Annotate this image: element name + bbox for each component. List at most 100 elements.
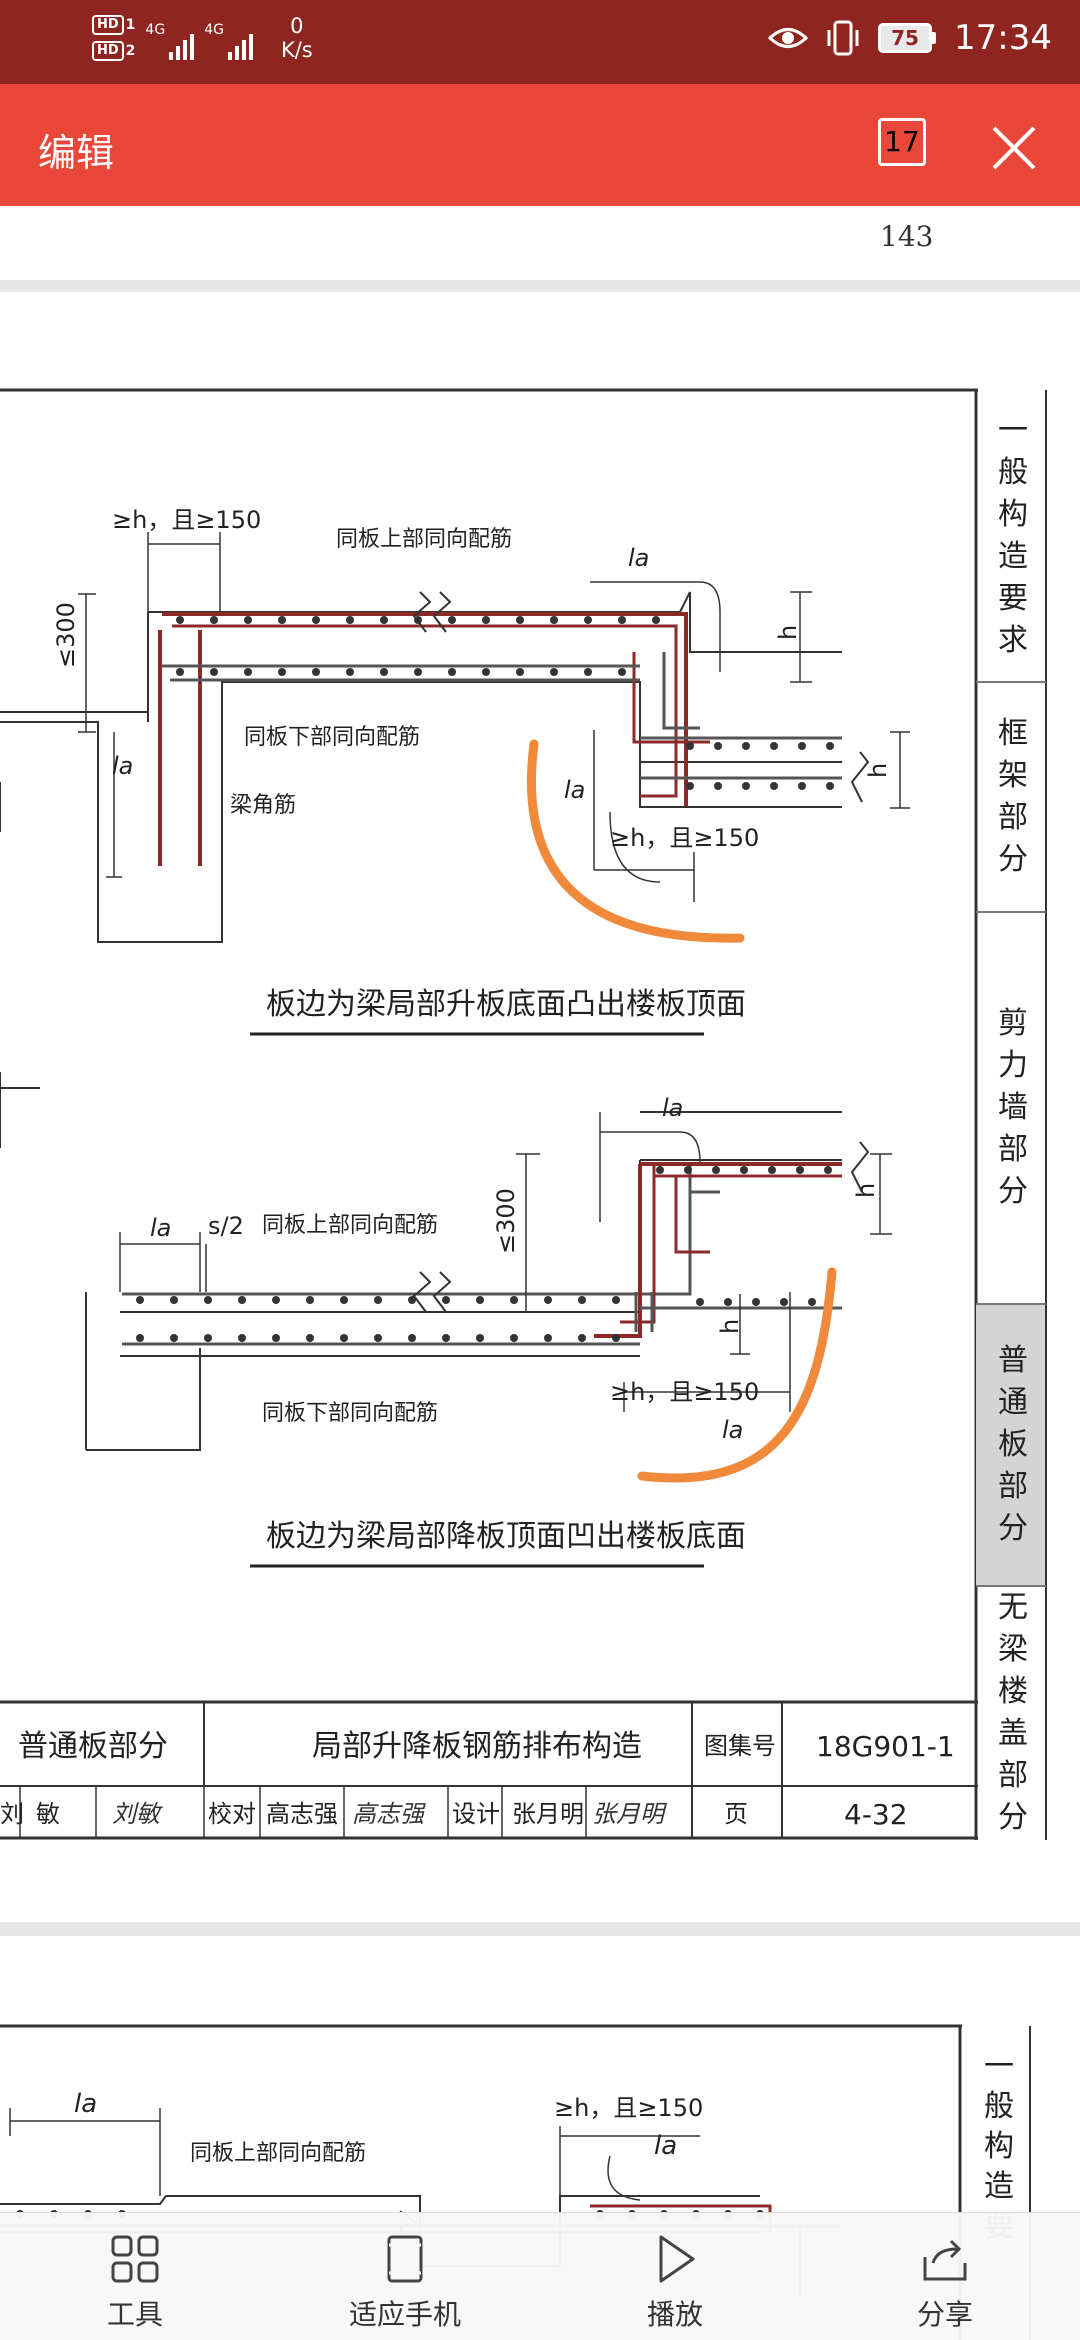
rebar-dot xyxy=(278,616,286,624)
rebar-dot xyxy=(306,1296,314,1304)
play-icon xyxy=(659,2235,695,2283)
rebar-dot xyxy=(612,1296,620,1304)
battery-icon: 75 xyxy=(878,23,937,53)
rebar-dot xyxy=(482,616,490,624)
lower-300-label: ≤300 xyxy=(492,1188,520,1254)
tb-checker-signature: 高志强 xyxy=(352,1800,426,1828)
tb-drawing-title: 局部升降板钢筋排布构造 xyxy=(312,1729,642,1764)
next-side-tab-char: 般 xyxy=(984,2089,1014,2124)
upper-la-left-label: la xyxy=(112,752,133,780)
tb-reviewer-signature: 刘敏 xyxy=(112,1800,163,1828)
upper-300-label: ≤300 xyxy=(52,602,80,668)
upper-dim-top: ≥h，且≥150 xyxy=(112,506,261,534)
rebar-dot xyxy=(510,1334,518,1342)
side-tab-char: 力 xyxy=(998,1048,1028,1083)
page-count-button[interactable]: 17 xyxy=(878,118,926,166)
upper-bottom-rebar-label: 同板下部同向配筋 xyxy=(244,725,420,750)
network-speed: 0 K/s xyxy=(281,14,313,62)
fit-screen-button[interactable]: 适应手机 xyxy=(270,2213,540,2340)
edit-button[interactable]: 编辑 xyxy=(38,131,115,175)
rebar-dot xyxy=(204,1334,212,1342)
page-header-strip: 143 xyxy=(0,206,1080,280)
side-tab-char: 框 xyxy=(998,716,1028,751)
side-tab-char: 通 xyxy=(998,1385,1028,1420)
rebar-dot xyxy=(584,668,592,676)
rebar-dot xyxy=(442,1334,450,1342)
side-tab-active-bg xyxy=(976,1304,1046,1586)
upper-detail xyxy=(0,591,870,943)
rebar-dot xyxy=(550,616,558,624)
lower-la-left-label: la xyxy=(150,1214,171,1242)
rebar-dot xyxy=(544,1296,552,1304)
sim1-index: 1 xyxy=(125,17,136,33)
tb-page-value: 4-32 xyxy=(844,1798,908,1831)
share-label: 分享 xyxy=(916,2298,973,2331)
upper-h-right-label: h xyxy=(864,763,892,778)
network2-label: 4G xyxy=(204,22,224,38)
side-tab-char: 分 xyxy=(998,1511,1028,1546)
tools-button[interactable]: 工具 xyxy=(0,2213,270,2340)
clock: 17:34 xyxy=(954,18,1052,58)
side-tab-char: 架 xyxy=(998,758,1028,793)
rebar-dot xyxy=(798,742,806,750)
tb-atlas-no: 18G901-1 xyxy=(816,1730,955,1763)
rebar-dot xyxy=(578,1334,586,1342)
rebar-dot xyxy=(578,1296,586,1304)
side-tab-char: 部 xyxy=(998,1469,1028,1504)
side-tab-char: 分 xyxy=(998,842,1028,877)
rebar-dot xyxy=(618,616,626,624)
annotation-stroke-upper xyxy=(527,739,745,943)
rebar-dot xyxy=(742,742,750,750)
close-icon[interactable] xyxy=(986,120,1042,176)
side-tab-char: 构 xyxy=(998,497,1028,532)
upper-top-rebar-label: 同板上部同向配筋 xyxy=(336,527,512,552)
side-tab-char: 梁 xyxy=(998,1632,1028,1667)
play-button[interactable]: 播放 xyxy=(540,2213,810,2340)
rebar-dot xyxy=(312,616,320,624)
rebar-dot xyxy=(374,1296,382,1304)
lower-dim-right: ≥h，且≥150 xyxy=(610,1378,759,1406)
share-icon xyxy=(923,2239,967,2281)
tb-designer-signature: 张月明 xyxy=(592,1800,668,1828)
side-tab-char: 普 xyxy=(998,1343,1028,1378)
rebar-dot xyxy=(346,616,354,624)
rebar-dot xyxy=(824,1166,832,1174)
document-page[interactable]: 一般构造要求框架部分剪力墙部分普通板部分无梁楼盖部分 xyxy=(0,292,1080,1922)
rebar-dot xyxy=(770,742,778,750)
rebar-dot xyxy=(712,1166,720,1174)
rebar-dot xyxy=(176,668,184,676)
lower-h-right-label: h xyxy=(852,1183,880,1198)
lower-la-top-label: la xyxy=(662,1094,683,1122)
bottom-toolbar: 工具 适应手机 播放 分享 xyxy=(0,2212,1080,2340)
side-tab-char: 盖 xyxy=(998,1716,1028,1751)
side-tab-3: 普通板部分 xyxy=(998,1343,1028,1546)
rebar-dot xyxy=(714,782,722,790)
rebar-dot xyxy=(170,1334,178,1342)
rebar-dot xyxy=(482,668,490,676)
next-la-left-label: la xyxy=(74,2089,97,2119)
side-tab-char: 求 xyxy=(998,623,1028,658)
fit-screen-label: 适应手机 xyxy=(348,2298,461,2331)
rebar-dot xyxy=(724,1298,732,1306)
rebar-dot xyxy=(448,616,456,624)
upper-la-label: la xyxy=(628,544,649,572)
upper-dims xyxy=(78,532,910,902)
rebar-dot xyxy=(346,668,354,676)
fit-screen-icon xyxy=(387,2235,423,2283)
rebar-dot xyxy=(136,1296,144,1304)
rebar-dot xyxy=(656,1166,664,1174)
share-button[interactable]: 分享 xyxy=(810,2213,1080,2340)
rebar-dot xyxy=(510,1296,518,1304)
side-tab-char: 墙 xyxy=(998,1090,1028,1125)
tb-page-label: 页 xyxy=(724,1800,748,1828)
sim2-label: HD xyxy=(92,41,124,61)
speed-value: 0 xyxy=(290,14,304,38)
rebar-dot xyxy=(408,1334,416,1342)
rebar-dot xyxy=(516,616,524,624)
rebar-dot xyxy=(798,782,806,790)
